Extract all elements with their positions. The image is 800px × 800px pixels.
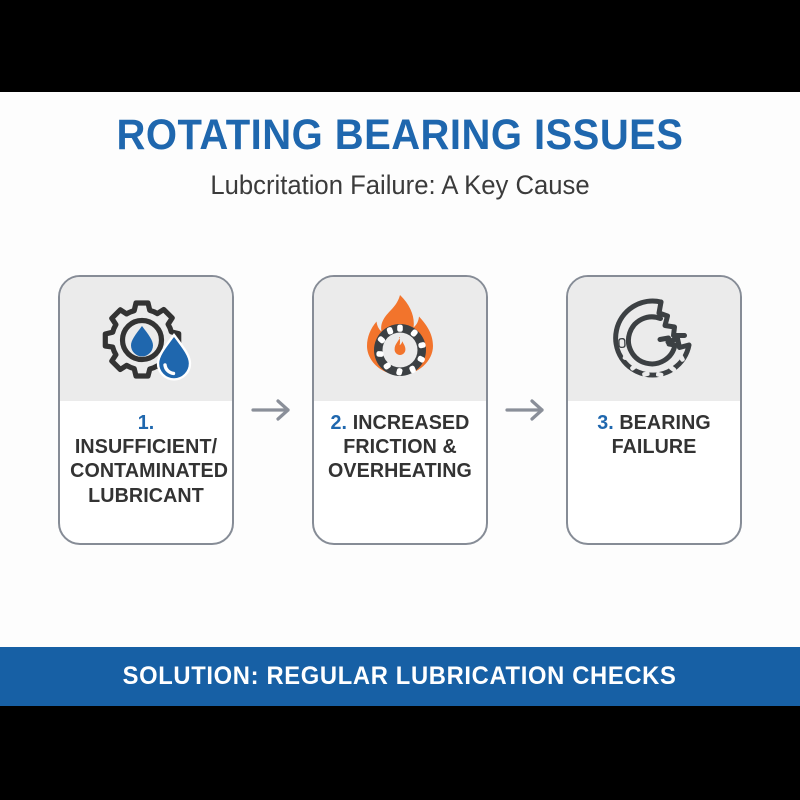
- solution-text: SOLUTION: REGULAR LUBRICATION CHECKS: [123, 662, 677, 690]
- card-icon-area: [568, 277, 740, 401]
- card-label-line-1: 1. INSUFFICIENT/: [70, 411, 222, 459]
- card-label-text-1: INCREASED: [352, 411, 470, 434]
- gear-oil-droplet-icon: [102, 300, 192, 381]
- heading-block: ROTATING BEARING ISSUES Lubcritation Fai…: [0, 111, 800, 201]
- card-icon-area: [314, 277, 486, 401]
- card-label: 3. BEARING FAILURE: [571, 411, 736, 459]
- letterbox-top-bar: [0, 0, 800, 92]
- card-label-line-2: FRICTION &: [343, 435, 457, 459]
- card-label-line-1: 2. INCREASED: [324, 411, 476, 435]
- flow-card-insufficient-lubricant[interactable]: 1. INSUFFICIENT/ CONTAMINATED LUBRICANT: [58, 275, 234, 545]
- card-step-number: 3.: [597, 411, 614, 434]
- card-icon-area: [60, 277, 232, 401]
- slide-canvas: ROTATING BEARING ISSUES Lubcritation Fai…: [0, 92, 800, 706]
- card-label-line-3: LUBRICANT: [88, 483, 204, 507]
- card-label-line-1: 3. BEARING: [578, 411, 730, 435]
- right-arrow-icon: [505, 399, 544, 421]
- page-title: ROTATING BEARING ISSUES: [116, 111, 684, 159]
- card-label-text-1: INSUFFICIENT/: [74, 435, 218, 459]
- right-arrow-icon: [251, 399, 290, 421]
- card-label-line-2: FAILURE: [611, 435, 697, 459]
- flow-card-increased-friction[interactable]: 2. INCREASED FRICTION & OVERHEATING: [312, 275, 488, 545]
- card-label: 1. INSUFFICIENT/ CONTAMINATED LUBRICANT: [63, 411, 228, 508]
- solution-banner: SOLUTION: REGULAR LUBRICATION CHECKS: [0, 647, 800, 706]
- flow-card-bearing-failure[interactable]: 3. BEARING FAILURE: [566, 275, 742, 545]
- process-flow-row: 1. INSUFFICIENT/ CONTAMINATED LUBRICANT: [0, 275, 800, 555]
- card-label-line-3: OVERHEATING: [328, 459, 472, 483]
- card-step-number: 1.: [137, 411, 155, 434]
- broken-bearing-icon: [613, 298, 692, 378]
- card-label: 2. INCREASED FRICTION & OVERHEATING: [317, 411, 482, 484]
- flow-arrow-1: [234, 275, 312, 545]
- flame-bearing-icon: [367, 295, 433, 376]
- card-step-number: 2.: [330, 411, 348, 434]
- card-label-line-2: CONTAMINATED: [70, 459, 229, 483]
- letterbox-bottom-bar: [0, 706, 800, 800]
- page-subtitle: Lubcritation Failure: A Key Cause: [210, 169, 590, 200]
- flow-arrow-2: [488, 275, 566, 545]
- card-label-text-1: BEARING: [619, 411, 711, 434]
